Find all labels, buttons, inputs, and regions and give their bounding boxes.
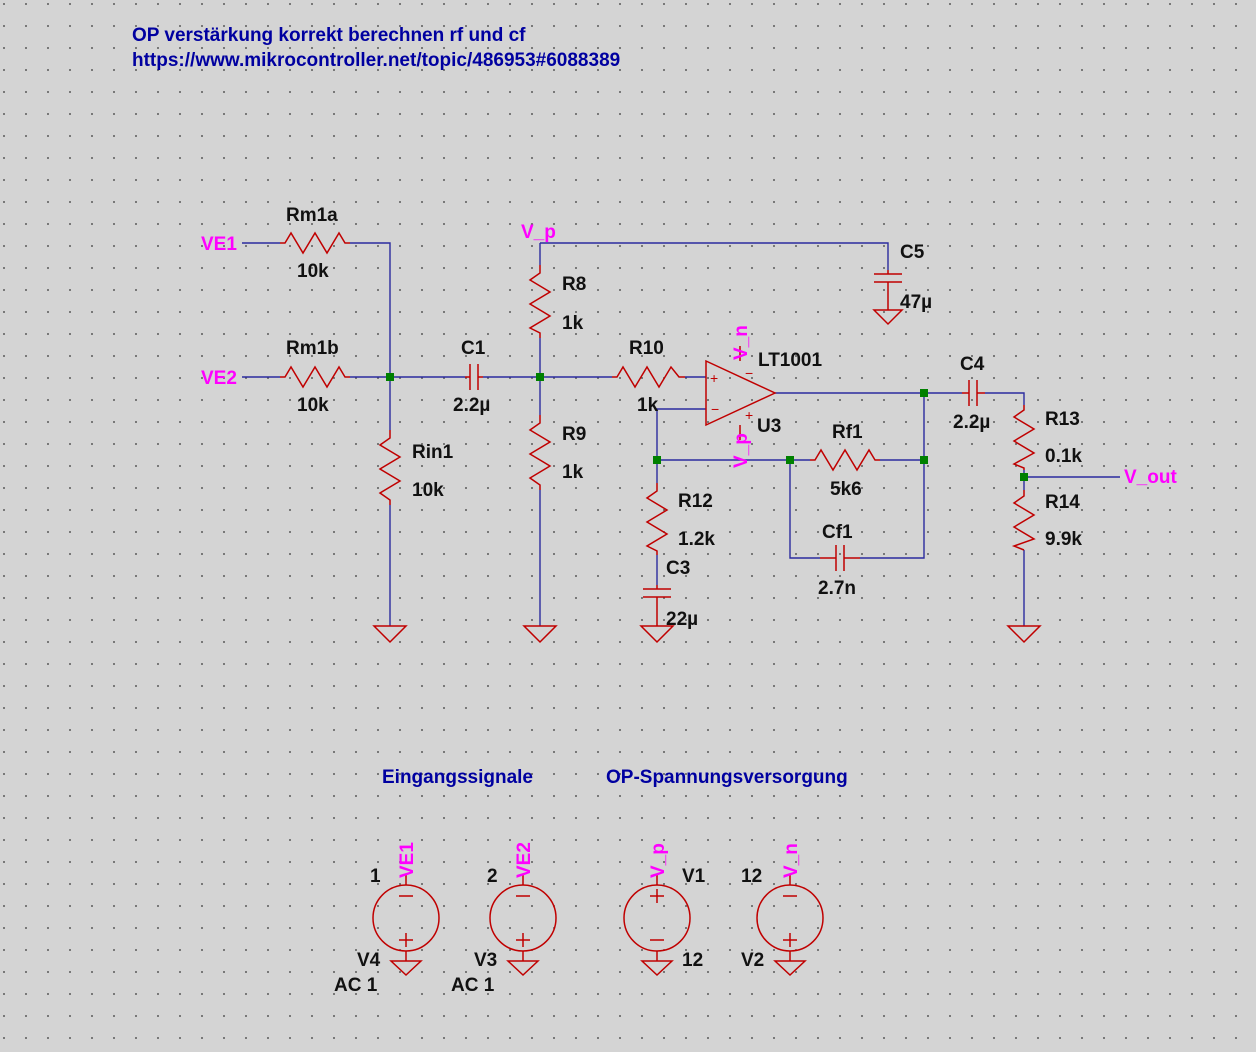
opamp-vn-label: V_n	[731, 325, 752, 360]
opamp-vp-label: V_p	[731, 433, 752, 468]
capacitor-c5[interactable]	[872, 270, 904, 326]
source-v4[interactable]	[372, 874, 440, 977]
v1-value: 12	[682, 950, 703, 971]
opamp-vneg-sign: −	[745, 365, 753, 381]
v4-value: AC 1	[334, 975, 378, 996]
opamp-name: U3	[757, 416, 781, 437]
v4-net: VE1	[397, 842, 418, 878]
resistor-r12[interactable]	[645, 483, 669, 555]
c4-name: C4	[960, 354, 985, 375]
v2-node-num: 12	[741, 866, 762, 887]
opamp-model: LT1001	[758, 350, 823, 371]
resistor-r8[interactable]	[528, 265, 552, 338]
c3-value: 22µ	[666, 609, 698, 630]
v4-name: V4	[357, 950, 381, 971]
capacitor-c3[interactable]	[643, 585, 671, 626]
v3-name: V3	[474, 950, 497, 971]
opamp-plus-sign: +	[710, 370, 718, 386]
c3-name: C3	[666, 558, 690, 579]
v1-name: V1	[682, 866, 706, 887]
c5-name: C5	[900, 242, 925, 263]
resistor-r9[interactable]	[528, 415, 552, 490]
rin1-value: 10k	[412, 480, 444, 501]
rf1-value: 5k6	[830, 479, 862, 500]
title-line1: OP verstärkung korrekt berechnen rf und …	[132, 25, 526, 46]
c4-value: 2.2µ	[953, 412, 990, 433]
r10-value: 1k	[637, 395, 659, 416]
source-v3[interactable]	[489, 874, 557, 977]
section-supply: OP-Spannungsversorgung	[606, 767, 848, 788]
resistor-rf1[interactable]	[810, 448, 880, 472]
v2-net: V_n	[781, 843, 802, 878]
junctions	[386, 373, 1028, 481]
resistor-r10[interactable]	[612, 365, 685, 389]
opamp-vpos-sign: +	[745, 407, 753, 423]
net-label-ve2: VE2	[201, 368, 237, 389]
c5-value: 47µ	[900, 292, 932, 313]
section-inputs: Eingangssignale	[382, 767, 533, 788]
r13-name: R13	[1045, 409, 1080, 430]
r10-name: R10	[629, 338, 664, 359]
v4-node-num: 1	[370, 866, 381, 887]
capacitor-c4[interactable]	[962, 380, 985, 406]
r14-value: 9.9k	[1045, 529, 1082, 550]
source-v1[interactable]	[623, 874, 691, 977]
resistor-rm1a[interactable]	[280, 231, 350, 255]
capacitor-c1[interactable]	[465, 364, 483, 390]
resistor-r13[interactable]	[1012, 405, 1036, 470]
resistor-r14[interactable]	[1011, 490, 1036, 551]
net-label-vp: V_p	[521, 222, 556, 243]
wires	[242, 242, 1120, 626]
net-label-ve1: VE1	[201, 234, 237, 255]
c1-name: C1	[461, 338, 486, 359]
r13-value: 0.1k	[1045, 446, 1082, 467]
ground-symbols	[372, 625, 1042, 644]
v3-net: VE2	[514, 842, 535, 878]
r12-name: R12	[678, 491, 713, 512]
rin1-name: Rin1	[412, 442, 454, 463]
v1-net: V_p	[648, 843, 669, 878]
rm1a-value: 10k	[297, 261, 329, 282]
cf1-value: 2.7n	[818, 578, 856, 599]
title-line2: https://www.mikrocontroller.net/topic/48…	[132, 50, 620, 71]
c1-value: 2.2µ	[453, 395, 490, 416]
resistor-rm1b[interactable]	[280, 365, 350, 389]
rm1b-name: Rm1b	[286, 338, 339, 359]
opamp-minus-sign: −	[711, 401, 719, 417]
cf1-name: Cf1	[822, 522, 853, 543]
resistor-rin1[interactable]	[378, 430, 402, 505]
opamp-u3[interactable]	[705, 346, 777, 440]
source-v2[interactable]	[756, 874, 824, 977]
v3-node-num: 2	[487, 866, 498, 887]
rm1a-name: Rm1a	[286, 205, 338, 226]
v2-name: V2	[741, 950, 764, 971]
r9-name: R9	[562, 424, 586, 445]
r8-name: R8	[562, 274, 586, 295]
r8-value: 1k	[562, 313, 584, 334]
capacitor-cf1[interactable]	[820, 545, 860, 571]
r12-value: 1.2k	[678, 529, 715, 550]
r9-value: 1k	[562, 462, 584, 483]
net-label-vout: V_out	[1124, 467, 1177, 488]
rf1-name: Rf1	[832, 422, 863, 443]
v3-value: AC 1	[451, 975, 495, 996]
r14-name: R14	[1045, 492, 1080, 513]
rm1b-value: 10k	[297, 395, 329, 416]
